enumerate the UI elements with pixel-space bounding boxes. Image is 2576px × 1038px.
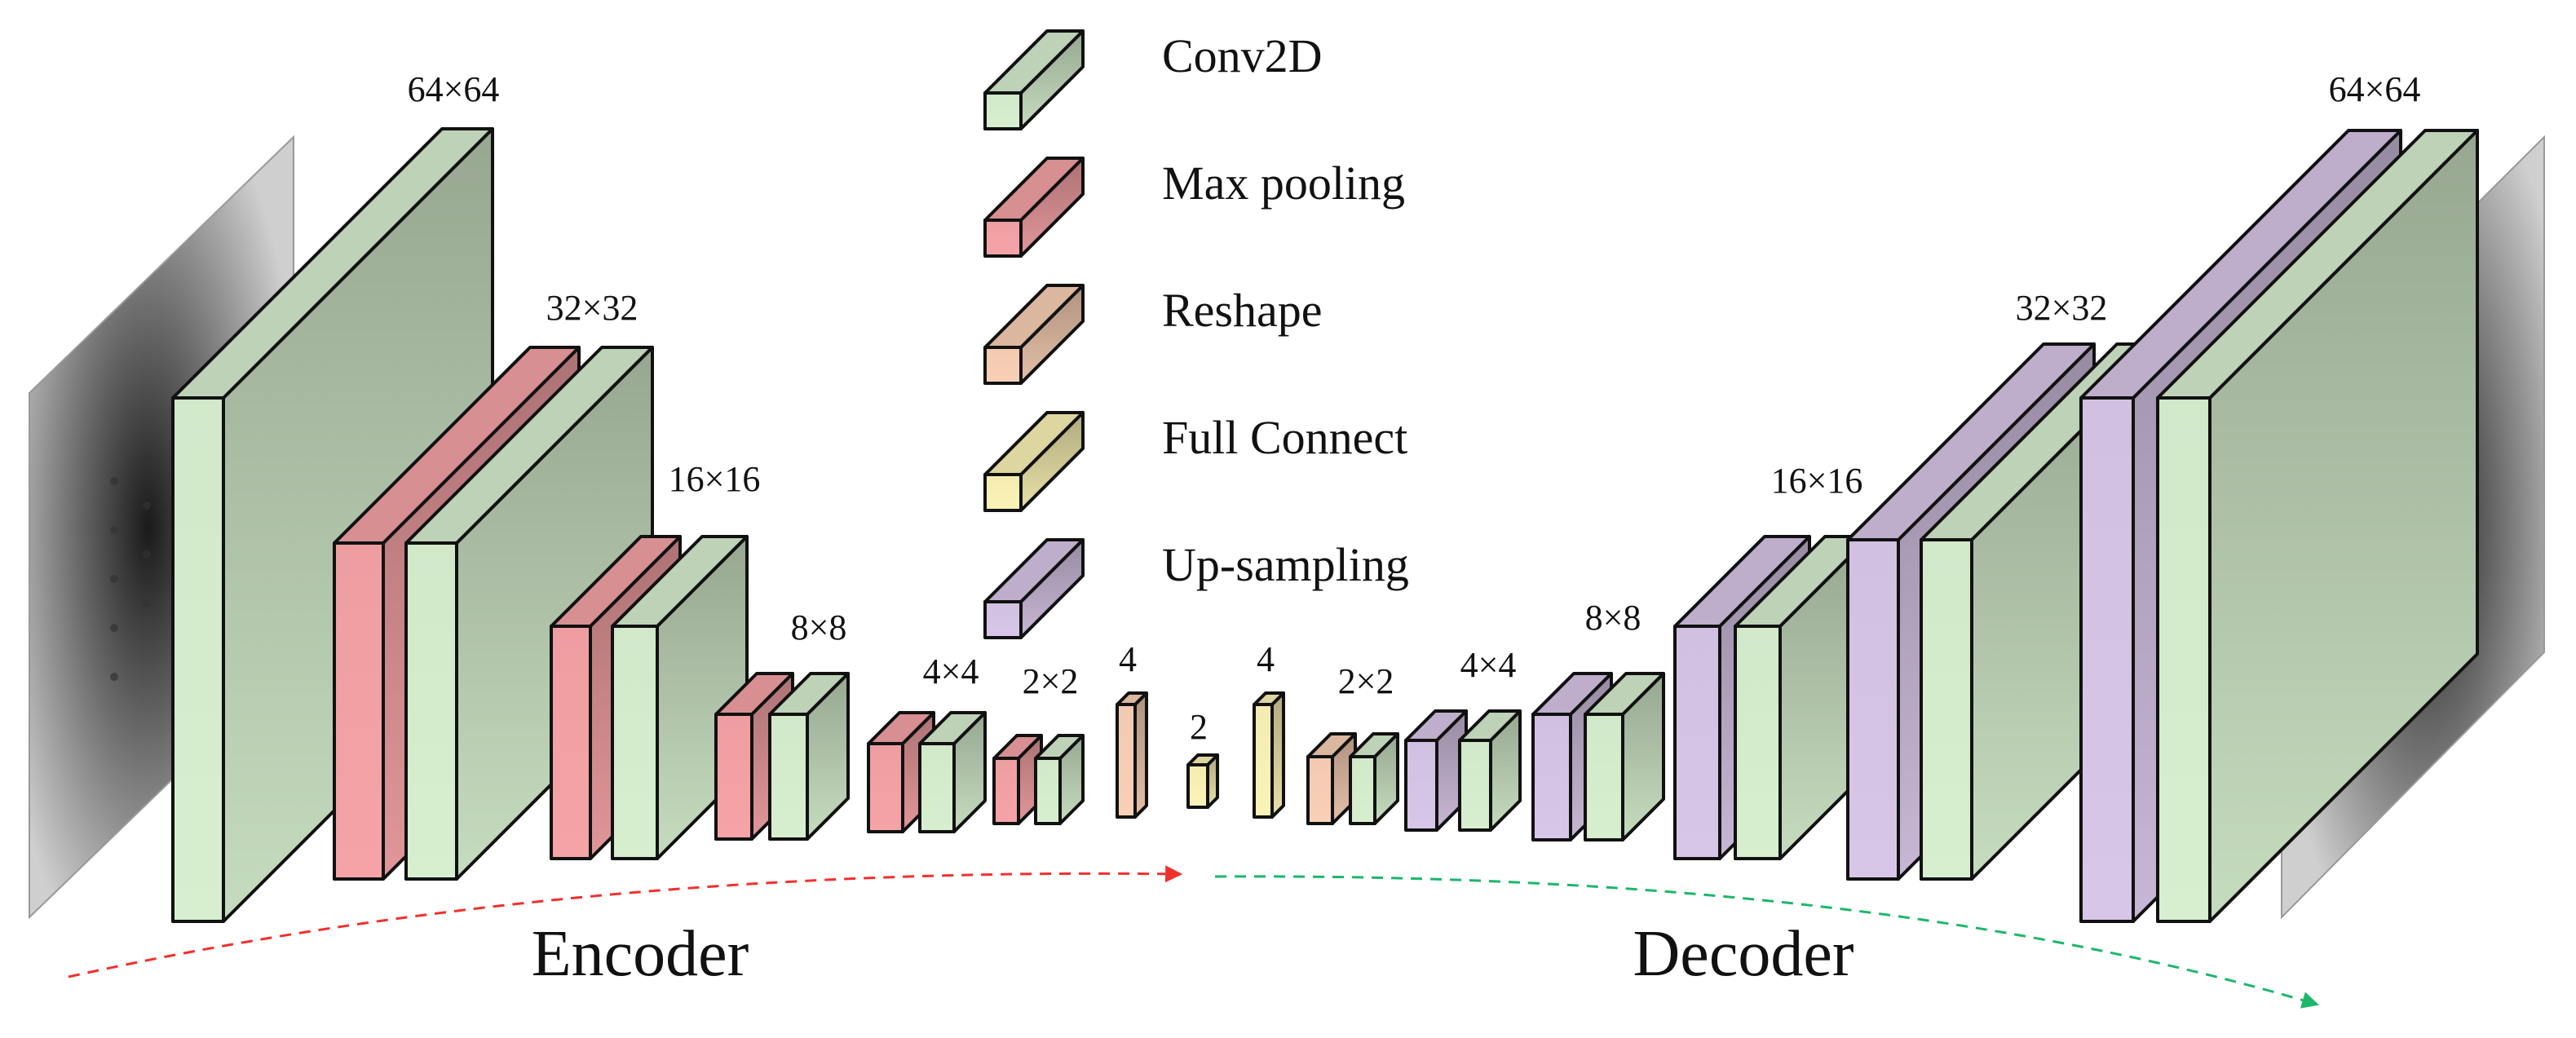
dim-label-fc-4: 4: [1257, 639, 1275, 679]
layer-block-13-fc: [1186, 753, 1219, 809]
dim-label-decoder-2x2: 2×2: [1337, 661, 1394, 701]
layer-block-11-conv: [1034, 734, 1085, 825]
legend-icons: [983, 29, 1085, 639]
dim-label-encoder-32: 32×32: [546, 288, 638, 328]
dim-label-encoder-8: 8×8: [790, 607, 847, 647]
legend-label-up-sampling: Up-sampling: [1162, 538, 1409, 591]
encoder-arrow: [68, 865, 1183, 978]
decoder-arrow: [1214, 875, 2320, 1009]
legend-label-full-connect: Full Connect: [1162, 411, 1408, 464]
dim-label-encoder-4x4: 4×4: [922, 652, 979, 691]
legend-label-conv2d: Conv2D: [1162, 29, 1323, 82]
dim-label-encoder-16: 16×16: [668, 459, 761, 499]
layer-block-20-conv: [1584, 672, 1665, 841]
dim-label-decoder-4x4: 4×4: [1460, 645, 1517, 685]
legend-icon-reshape: [983, 284, 1085, 385]
dim-label-encoder-2x2: 2×2: [1022, 661, 1079, 701]
layer-block-12-reshape: [1116, 691, 1148, 819]
dim-label-decoder-8: 8×8: [1584, 598, 1641, 638]
dim-label-decoder-16: 16×16: [1770, 461, 1863, 501]
layer-block-18-conv: [1458, 709, 1522, 832]
dim-label-decoder-64: 64×64: [2328, 69, 2421, 109]
dim-label-bottleneck-2: 2: [1190, 707, 1208, 747]
layer-block-17-up: [1404, 709, 1468, 832]
dim-label-decoder-32: 32×32: [2015, 288, 2108, 328]
layer-block-5-conv: [611, 535, 749, 860]
legend-icon-pool: [983, 157, 1085, 258]
layer-block-14-fc: [1253, 691, 1285, 819]
dim-label-reshape-4: 4: [1119, 639, 1137, 679]
legend-label-reshape: Reshape: [1162, 284, 1323, 337]
decoder-label: Decoder: [1633, 918, 1854, 990]
layer-block-15-reshape: [1306, 732, 1357, 825]
dim-label-encoder-64: 64×64: [407, 69, 500, 109]
encoder-label: Encoder: [531, 918, 749, 990]
legend-icon-conv: [983, 29, 1085, 130]
layer-block-9-conv: [918, 711, 987, 833]
legend-icon-fc: [983, 411, 1085, 512]
layer-block-16-conv: [1349, 732, 1399, 825]
layer-block-7-conv: [768, 672, 850, 841]
legend-label-max-pooling: Max pooling: [1162, 157, 1406, 210]
layer-block-3-conv: [404, 346, 654, 881]
legend-icon-up: [983, 538, 1085, 639]
layer-blocks: [171, 127, 2479, 923]
layer-block-26-conv: [2156, 129, 2479, 923]
